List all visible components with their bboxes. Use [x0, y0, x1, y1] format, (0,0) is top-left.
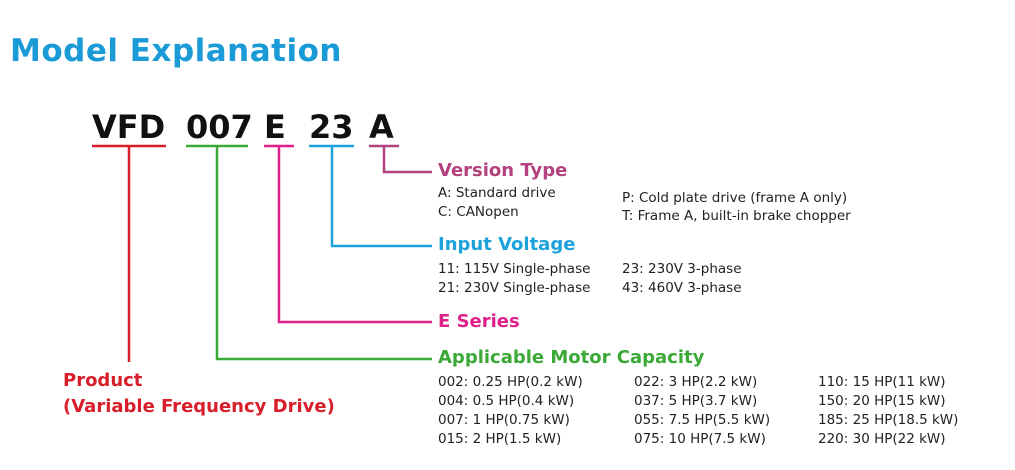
capacity-connector	[215, 146, 432, 361]
capacity-item: 185: 25 HP(18.5 kW)	[818, 412, 959, 428]
capacity-item: 150: 20 HP(15 kW)	[818, 393, 946, 409]
version-type-right-2: T: Frame A, built-in brake chopper	[622, 208, 851, 224]
input-voltage-left-1: 11: 115V Single-phase	[438, 261, 591, 277]
product-label: Product	[63, 370, 143, 391]
voltage-connector	[330, 146, 432, 248]
code-voltage: 23	[309, 108, 354, 146]
series-heading: E Series	[438, 311, 520, 332]
input-voltage-right-1: 23: 230V 3-phase	[622, 261, 742, 277]
code-capacity: 007	[186, 108, 253, 146]
capacity-item: 004: 0.5 HP(0.4 kW)	[438, 393, 575, 409]
capacity-item: 037: 5 HP(3.7 kW)	[634, 393, 758, 409]
capacity-item: 055: 7.5 HP(5.5 kW)	[634, 412, 771, 428]
motor-capacity-heading: Applicable Motor Capacity	[438, 347, 705, 368]
input-voltage-right-2: 43: 460V 3-phase	[622, 280, 742, 296]
capacity-item: 075: 10 HP(7.5 kW)	[634, 431, 766, 447]
version-type-heading: Version Type	[438, 160, 568, 181]
capacity-item: 110: 15 HP(11 kW)	[818, 374, 946, 390]
code-series: E	[264, 108, 286, 146]
version-type-left-1: A: Standard drive	[438, 185, 556, 201]
version-type-left-2: C: CANopen	[438, 204, 519, 220]
product-description: (Variable Frequency Drive)	[63, 396, 335, 417]
input-voltage-left-2: 21: 230V Single-phase	[438, 280, 591, 296]
capacity-item: 007: 1 HP(0.75 kW)	[438, 412, 570, 428]
page-title: Model Explanation	[10, 33, 342, 69]
capacity-item: 002: 0.25 HP(0.2 kW)	[438, 374, 583, 390]
code-product: VFD	[92, 108, 166, 146]
version-connector	[382, 146, 432, 174]
capacity-item: 220: 30 HP(22 kW)	[818, 431, 946, 447]
capacity-item: 022: 3 HP(2.2 kW)	[634, 374, 758, 390]
series-connector	[277, 146, 432, 324]
capacity-item: 015: 2 HP(1.5 kW)	[438, 431, 562, 447]
version-type-right-1: P: Cold plate drive (frame A only)	[622, 190, 848, 206]
input-voltage-heading: Input Voltage	[438, 234, 576, 255]
code-version: A	[369, 108, 394, 146]
